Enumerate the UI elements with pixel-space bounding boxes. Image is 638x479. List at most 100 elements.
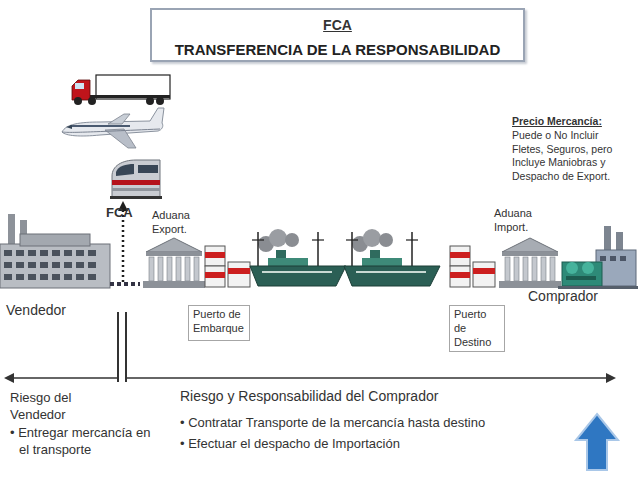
container-stack — [450, 272, 470, 278]
container-stack — [205, 246, 250, 287]
customs-building — [194, 257, 199, 281]
customs-building — [514, 257, 519, 281]
seller-factory — [0, 244, 110, 288]
truck-icon — [146, 97, 154, 105]
cargo-ship — [250, 266, 346, 286]
cargo-ship — [411, 232, 413, 266]
train-icon — [138, 165, 158, 173]
truck-icon — [72, 75, 170, 105]
buyer-plant — [620, 256, 626, 261]
customs-building — [499, 238, 561, 288]
party-label: Vendedor — [6, 302, 106, 319]
seller-factory — [88, 274, 96, 280]
incoterm-heading: FCA — [150, 17, 525, 34]
train-icon — [112, 160, 160, 197]
customs-building — [176, 257, 181, 281]
cargo-ship — [363, 229, 381, 247]
seller-factory — [4, 250, 96, 280]
truck-icon — [75, 83, 84, 89]
port-label: Puerto de Destino — [454, 308, 500, 349]
fca-marker: FCA — [106, 205, 146, 221]
customs-building — [158, 257, 163, 281]
buyer-plant — [566, 276, 596, 280]
container-stack — [228, 268, 250, 274]
customs-building — [143, 281, 205, 288]
seller-factory — [88, 250, 96, 256]
airplane-icon — [70, 125, 130, 127]
customs-building — [505, 257, 510, 281]
customs-building — [550, 257, 555, 281]
container-stack — [205, 246, 225, 266]
price-heading: Precio Mercancía: — [512, 115, 636, 128]
truck-icon — [74, 97, 82, 105]
risk-divider — [117, 312, 119, 382]
cargo-ship — [257, 232, 259, 266]
seller-factory — [8, 214, 15, 244]
seller-factory — [4, 274, 12, 280]
customs-building — [143, 238, 205, 288]
cargo-ship — [351, 232, 353, 266]
port-label: Puerto de Embarque — [193, 308, 245, 336]
cargo-ship — [344, 266, 440, 286]
navigation-arrow — [576, 414, 618, 470]
risk-bullet: • Entregar mercancía en el transporte — [10, 425, 160, 459]
container-stack — [473, 262, 495, 287]
cargo-ship — [269, 229, 287, 247]
seller-factory — [88, 262, 96, 268]
truck-icon — [88, 97, 96, 105]
cargo-ship — [406, 239, 418, 240]
seller-factory — [4, 262, 12, 268]
train-icon — [110, 196, 162, 199]
customs-building — [502, 238, 558, 252]
airplane-icon — [62, 129, 160, 132]
seller-factory — [40, 262, 48, 268]
customs-label: Aduana Import. — [494, 206, 554, 235]
container-stack — [205, 272, 225, 278]
customs-building — [146, 238, 202, 252]
customs-building — [149, 257, 199, 281]
cargo-ship — [356, 271, 426, 273]
cargo-ship — [344, 229, 440, 286]
cargo-ship — [362, 258, 402, 266]
risk-divider — [127, 377, 614, 379]
cargo-ship — [262, 271, 332, 273]
cargo-ship — [285, 233, 299, 247]
customs-building — [167, 257, 172, 281]
risk-divider — [125, 312, 127, 382]
customs-building — [505, 257, 555, 281]
airplane-icon — [62, 108, 164, 148]
container-stack — [450, 252, 470, 258]
seller-factory — [52, 274, 60, 280]
truck-icon — [72, 80, 90, 100]
container-stack — [205, 252, 225, 258]
customs-building — [499, 281, 561, 288]
train-icon — [110, 160, 162, 199]
seller-factory — [28, 262, 36, 268]
seller-factory — [20, 234, 90, 246]
seller-factory — [64, 250, 72, 256]
seller-factory — [4, 250, 12, 256]
risk-heading: Riesgo del Vendedor — [10, 390, 110, 424]
risk-bullet: • Efectuar el despacho de Importación — [180, 436, 580, 452]
cargo-ship — [250, 229, 346, 286]
party-label: Comprador — [528, 288, 638, 305]
port-box: Puerto de Destino — [449, 305, 505, 352]
seller-factory — [16, 262, 24, 268]
seller-factory — [52, 262, 60, 268]
buyer-plant — [558, 226, 638, 289]
fca-pointer — [110, 282, 140, 286]
customs-label: Aduana Export. — [152, 208, 212, 237]
container-stack — [450, 246, 470, 266]
seller-factory — [76, 274, 84, 280]
seller-factory — [16, 274, 24, 280]
buyer-plant — [600, 256, 606, 261]
port-box: Puerto de Embarque — [188, 305, 250, 341]
customs-building — [185, 257, 190, 281]
customs-building — [502, 252, 558, 256]
truck-icon — [156, 97, 164, 105]
navigation-arrow — [576, 414, 618, 470]
seller-factory — [28, 250, 36, 256]
container-stack — [473, 268, 495, 274]
cargo-ship — [312, 239, 324, 240]
